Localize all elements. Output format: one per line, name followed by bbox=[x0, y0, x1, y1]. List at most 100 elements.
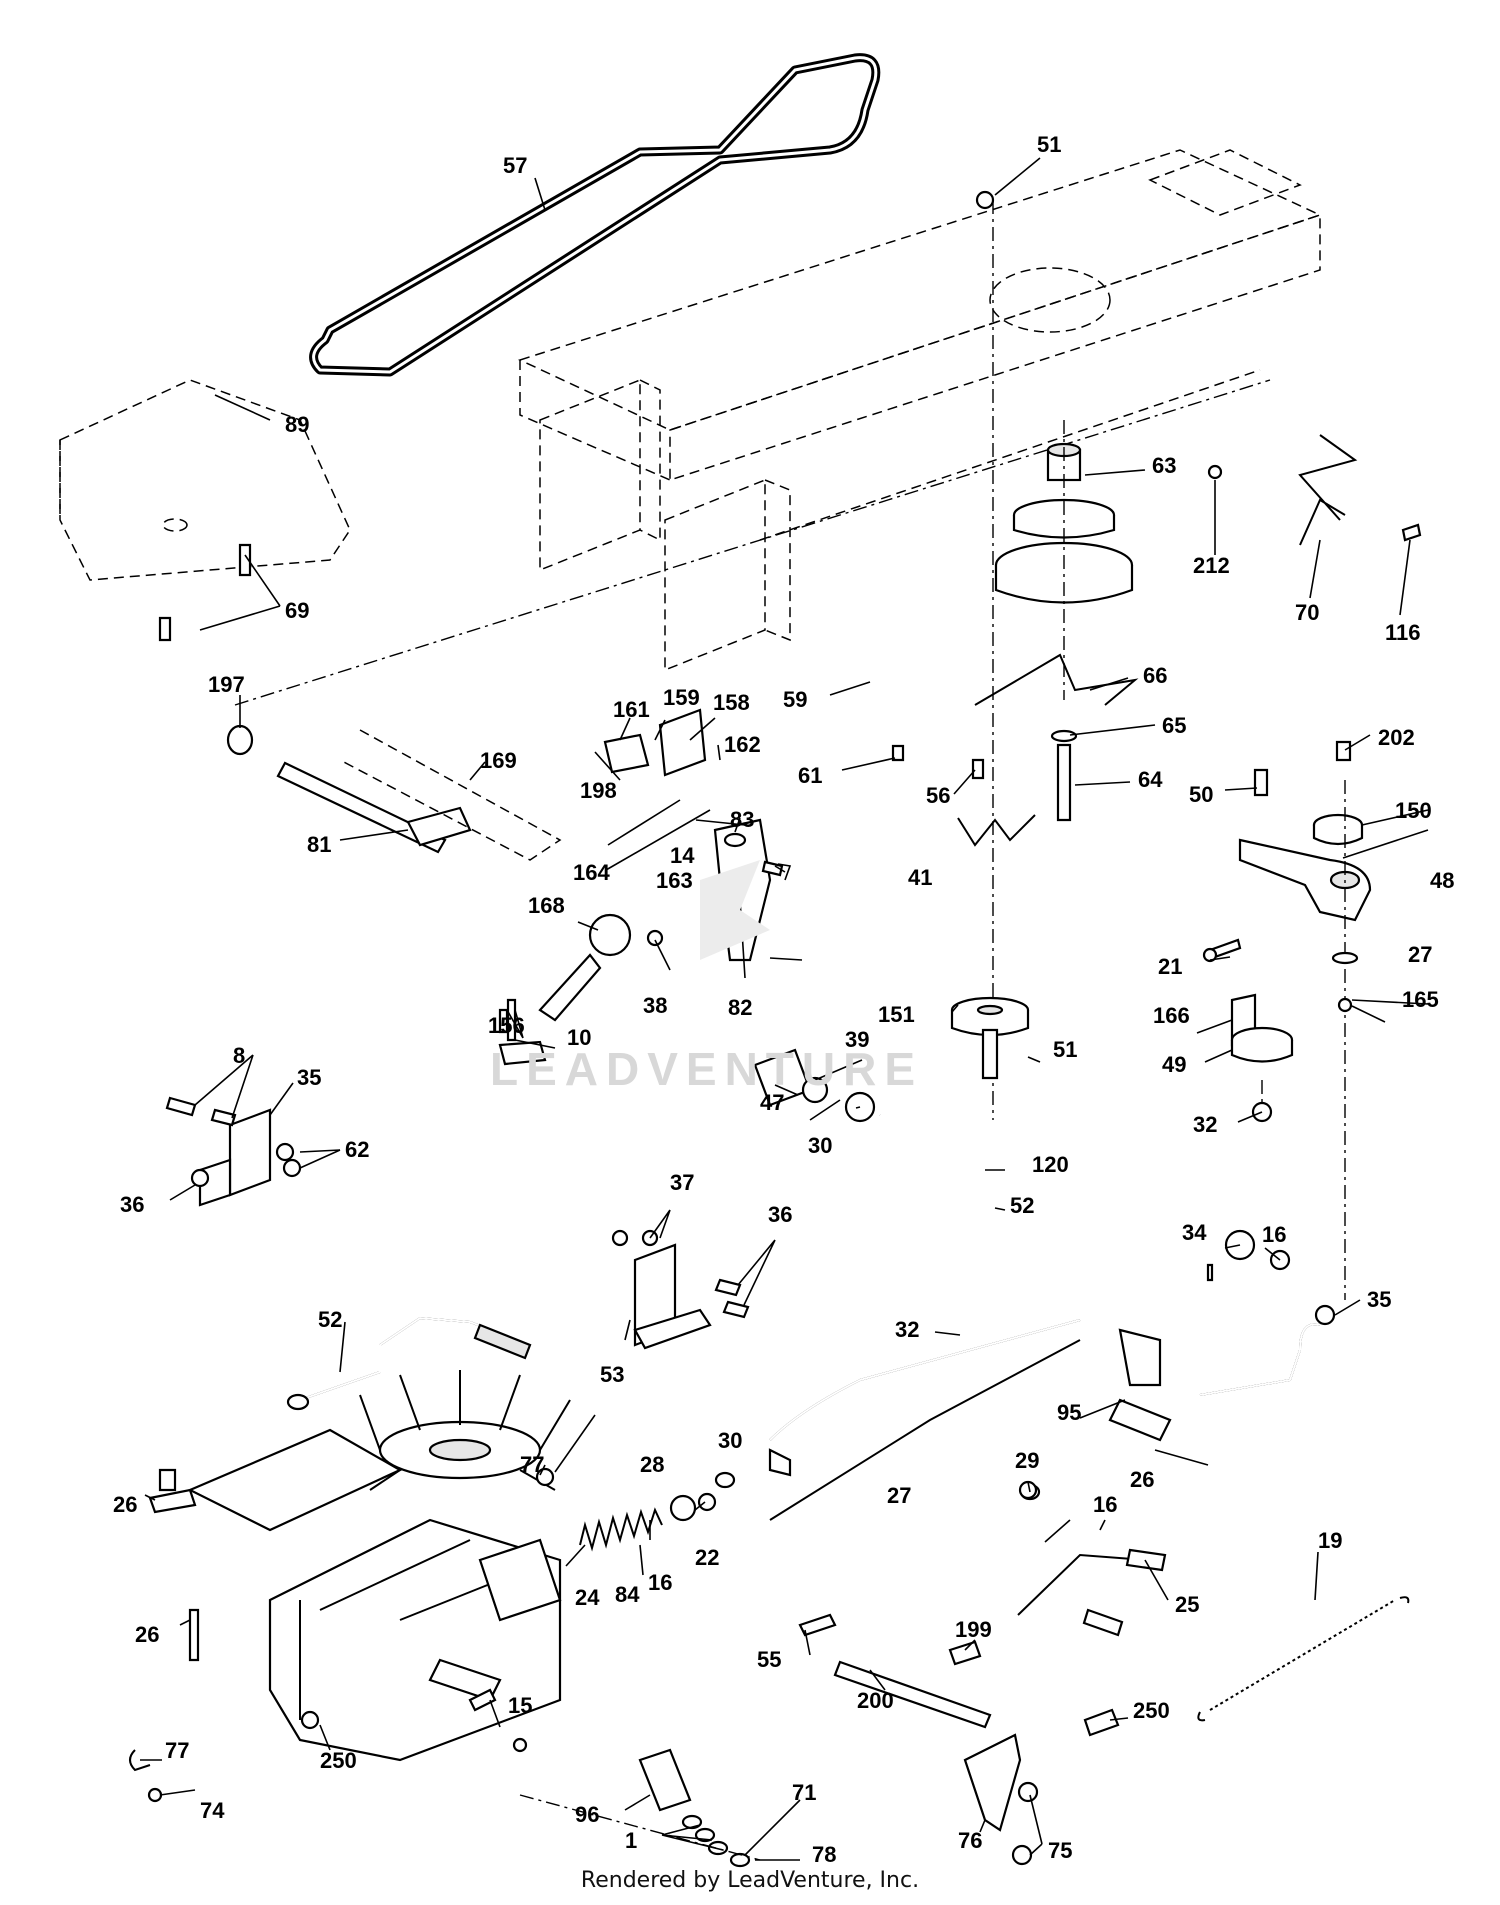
callout: 156 bbox=[488, 1013, 525, 1038]
axle-shaft bbox=[226, 379, 1271, 861]
callout: 69 bbox=[285, 598, 309, 623]
callout: 199 bbox=[955, 1617, 992, 1642]
callout: 36 bbox=[768, 1202, 792, 1227]
callout: 65 bbox=[1162, 713, 1186, 738]
spring-55 bbox=[1197, 1596, 1410, 1722]
callout: 197 bbox=[208, 672, 245, 697]
callout: 62 bbox=[345, 1137, 369, 1162]
callout: 8 bbox=[233, 1043, 245, 1068]
callout: 16 bbox=[648, 1570, 672, 1595]
callout: 10 bbox=[567, 1025, 591, 1050]
control-rods bbox=[768, 1113, 1172, 1521]
callout: 70 bbox=[1295, 600, 1319, 625]
callout: 71 bbox=[792, 1780, 816, 1805]
callout: 29 bbox=[1015, 1448, 1039, 1473]
callout: 116 bbox=[1385, 620, 1421, 645]
callout: 164 bbox=[573, 860, 610, 885]
rod-53 bbox=[1199, 1304, 1336, 1396]
callout: 26 bbox=[135, 1622, 159, 1647]
callout-labels: 57 51 89 63 212 70 116 69 197 59 66 161 … bbox=[113, 132, 1454, 1867]
watermark-logo: LEADVENTURE bbox=[490, 860, 923, 1095]
callout: 151 bbox=[878, 1002, 915, 1027]
footer-credit: Rendered by LeadVenture, Inc. bbox=[580, 1868, 920, 1893]
callout: 96 bbox=[575, 1802, 599, 1827]
callout: 38 bbox=[643, 993, 667, 1018]
callout: 15 bbox=[508, 1693, 532, 1718]
callout: 25 bbox=[1175, 1592, 1199, 1617]
callout: 77 bbox=[520, 1452, 544, 1477]
callout: 21 bbox=[1158, 954, 1182, 979]
callout: 27 bbox=[887, 1483, 911, 1508]
callout: 30 bbox=[718, 1428, 742, 1453]
callout: 32 bbox=[1193, 1112, 1217, 1137]
callout: 32 bbox=[895, 1317, 919, 1342]
callout: 166 bbox=[1153, 1003, 1190, 1028]
callout: 95 bbox=[1057, 1400, 1081, 1425]
drive-belt bbox=[309, 53, 881, 377]
idler-arm bbox=[1230, 780, 1372, 1300]
callout: 34 bbox=[1182, 1220, 1207, 1245]
mount-bracket-left bbox=[198, 1108, 272, 1207]
callout: 27 bbox=[1408, 942, 1432, 967]
callout: 165 bbox=[1402, 987, 1439, 1012]
callout: 19 bbox=[1318, 1528, 1342, 1553]
watermark-text: LEADVENTURE bbox=[490, 1043, 923, 1095]
callout: 158 bbox=[713, 690, 750, 715]
callout: 36 bbox=[120, 1192, 144, 1217]
callout: 16 bbox=[1262, 1222, 1286, 1247]
callout: 198 bbox=[580, 778, 617, 803]
fender-outline bbox=[59, 379, 351, 581]
frame-outline bbox=[517, 149, 1323, 672]
callout: 52 bbox=[1010, 1193, 1034, 1218]
idler-pulley-stack bbox=[992, 200, 1134, 1120]
callout: 78 bbox=[812, 1842, 836, 1867]
bushing-stack bbox=[519, 1748, 761, 1868]
callout: 51 bbox=[1053, 1037, 1077, 1062]
callout: 49 bbox=[1162, 1052, 1186, 1077]
spring-25 bbox=[579, 1492, 717, 1552]
callout: 66 bbox=[1143, 663, 1167, 688]
callout: 28 bbox=[640, 1452, 664, 1477]
callout: 53 bbox=[600, 1362, 624, 1387]
callout: 1 bbox=[625, 1828, 637, 1853]
callout: 84 bbox=[615, 1582, 640, 1607]
link-assembly bbox=[1017, 1483, 1167, 1637]
callout: 16 bbox=[1093, 1492, 1117, 1517]
rod-95 bbox=[286, 1316, 532, 1411]
callout: 77 bbox=[165, 1738, 189, 1763]
callout: 55 bbox=[757, 1647, 781, 1672]
rod-62-bushing bbox=[753, 1048, 876, 1123]
transaxle bbox=[148, 1370, 571, 1762]
callout: 250 bbox=[1133, 1698, 1170, 1723]
callout: 35 bbox=[297, 1065, 321, 1090]
callout: 83 bbox=[730, 807, 754, 832]
callout: 89 bbox=[285, 412, 309, 437]
callout: 81 bbox=[307, 832, 331, 857]
callout: 120 bbox=[1032, 1152, 1069, 1177]
callout: 24 bbox=[575, 1585, 600, 1610]
callout: 162 bbox=[724, 732, 761, 757]
pulley-38 bbox=[950, 996, 1030, 1080]
callout: 52 bbox=[318, 1307, 342, 1332]
callout: 159 bbox=[663, 685, 700, 710]
callout: 169 bbox=[480, 748, 517, 773]
callout: 202 bbox=[1378, 725, 1415, 750]
callout: 35 bbox=[1367, 1287, 1391, 1312]
callout: 63 bbox=[1152, 453, 1176, 478]
callout: 74 bbox=[200, 1798, 225, 1823]
callout: 51 bbox=[1037, 132, 1061, 157]
callout: 163 bbox=[656, 868, 693, 893]
callout: 56 bbox=[926, 783, 950, 808]
callout: 76 bbox=[958, 1828, 982, 1853]
callout: 161 bbox=[613, 697, 650, 722]
callout: 212 bbox=[1193, 553, 1230, 578]
callout: 75 bbox=[1048, 1838, 1072, 1863]
callout: 26 bbox=[1130, 1467, 1154, 1492]
callout: 64 bbox=[1138, 767, 1163, 792]
callout: 22 bbox=[695, 1545, 719, 1570]
callout: 59 bbox=[783, 687, 807, 712]
mount-bracket-center bbox=[633, 1243, 712, 1350]
callout: 50 bbox=[1189, 782, 1213, 807]
callout: 168 bbox=[528, 893, 565, 918]
